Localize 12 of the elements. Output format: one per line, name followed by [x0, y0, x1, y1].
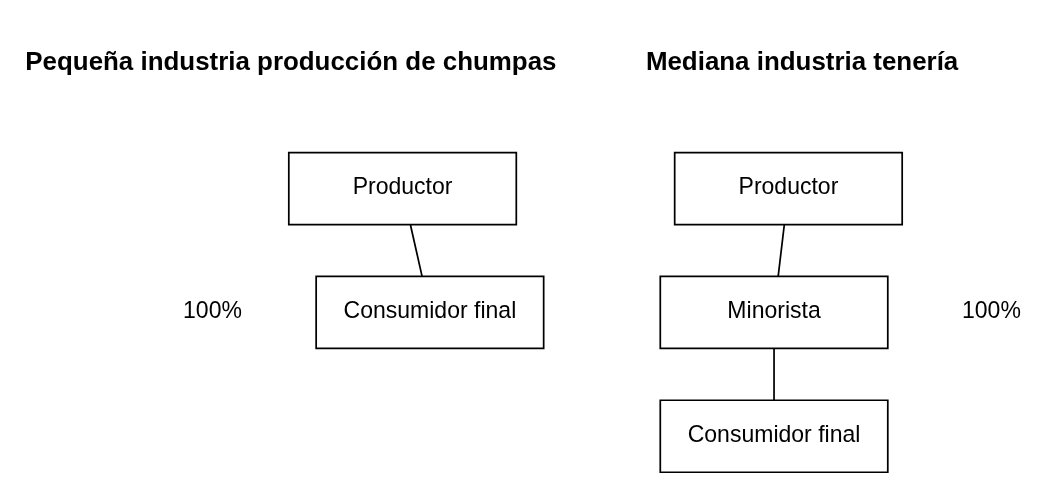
node-box: Productor — [287, 151, 518, 225]
label: Mediana industria tenería — [645, 46, 959, 75]
label: Pequeña industria producción de chumpas — [25, 46, 557, 75]
label: 100% — [962, 296, 1021, 323]
connector — [409, 223, 423, 277]
label: 100% — [183, 296, 242, 323]
node-box: Consumidor final — [315, 275, 545, 349]
node-box: Consumidor final — [659, 398, 889, 473]
connector — [777, 223, 786, 277]
node-box: Minorista — [659, 275, 889, 349]
node-box: Productor — [673, 151, 904, 225]
connector — [773, 347, 775, 401]
